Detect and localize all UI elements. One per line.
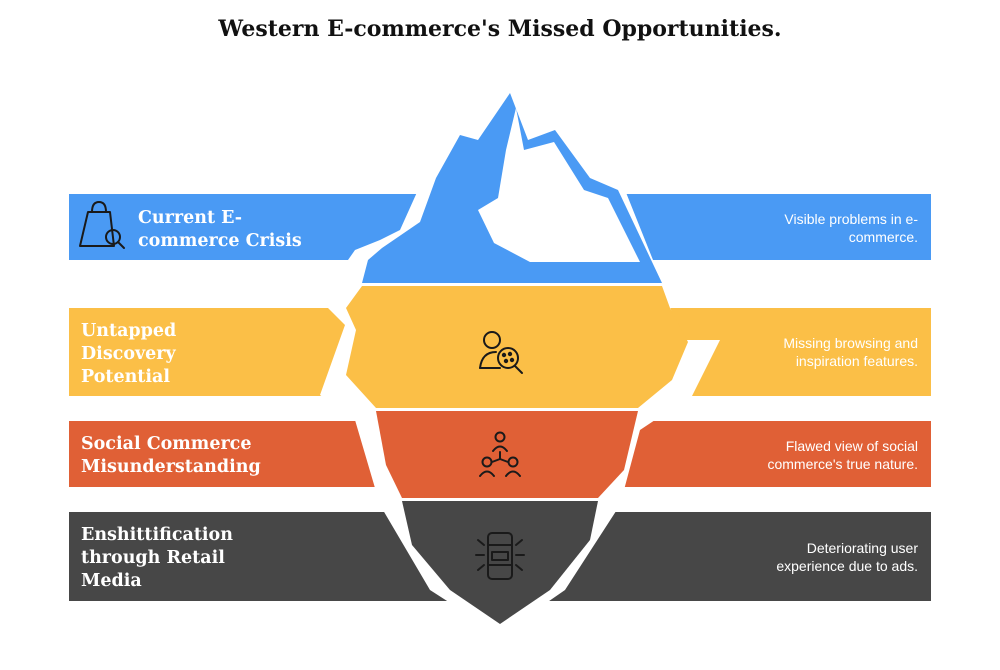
- iceberg-snow: [478, 108, 640, 262]
- layer-2-label-line2: Discovery: [81, 344, 176, 364]
- layer-2-label-line3: Potential: [81, 367, 171, 387]
- layer-2-label: Untapped Discovery Potential: [81, 320, 176, 389]
- layer-2-description-line1: Missing browsing and: [783, 335, 918, 351]
- iceberg-layer-orange: [376, 411, 638, 498]
- layer-4-description-line2: experience due to ads.: [776, 558, 918, 574]
- layer-1-description-line1: Visible problems in e-: [784, 211, 918, 227]
- layer-2-description-line2: inspiration features.: [795, 353, 918, 369]
- layer-4-label-line2: through Retail: [81, 548, 225, 568]
- user-search-icon: [479, 331, 523, 374]
- phone-ads-icon: [475, 532, 525, 580]
- shopping-bag-search-icon: [79, 201, 125, 249]
- page-title: Western E-commerce's Missed Opportunitie…: [218, 16, 782, 42]
- layer-4-label-line1: Enshittification: [81, 525, 233, 545]
- layer-1-label-line1: Current E-: [138, 208, 243, 228]
- iceberg-layer-yellow: [346, 286, 688, 408]
- layer-1-label: Current E- commerce Crisis: [138, 207, 302, 253]
- layer-3-label-line1: Social Commerce: [81, 434, 252, 454]
- iceberg-layer-dark: [402, 501, 598, 624]
- layer-2-description: Missing browsing and inspiration feature…: [783, 334, 918, 370]
- people-network-icon: [479, 431, 521, 477]
- layer-4-label: Enshittification through Retail Media: [81, 524, 233, 593]
- layer-3-description-line1: Flawed view of social: [785, 438, 918, 454]
- layer-4-label-line3: Media: [81, 571, 142, 591]
- layer-1-description-line2: commerce.: [848, 229, 918, 245]
- layer-4-description: Deteriorating user experience due to ads…: [776, 539, 918, 575]
- layer-3-label: Social Commerce Misunderstanding: [81, 433, 261, 479]
- layer-1-description: Visible problems in e- commerce.: [784, 210, 918, 246]
- layer-2-label-line1: Untapped: [81, 321, 177, 341]
- layer-3-label-line2: Misunderstanding: [81, 457, 261, 477]
- layer-4-description-line1: Deteriorating user: [806, 540, 918, 556]
- layer-1-label-line2: commerce Crisis: [138, 231, 302, 251]
- layer-3-description-line2: commerce's true nature.: [767, 456, 918, 472]
- layer-3-description: Flawed view of social commerce's true na…: [767, 437, 918, 473]
